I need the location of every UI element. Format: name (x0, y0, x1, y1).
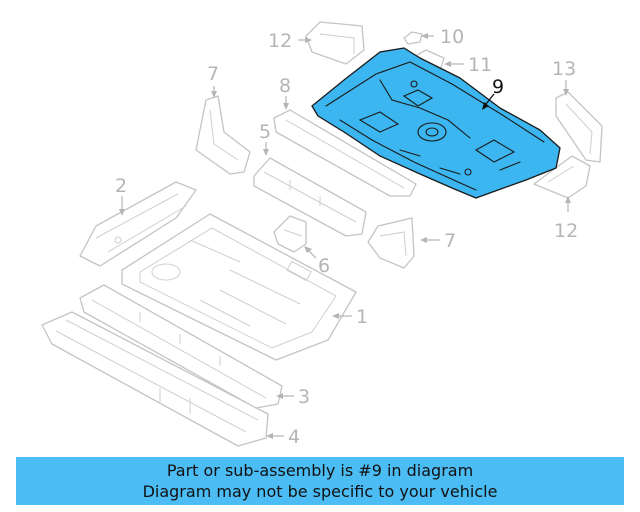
callout-6: 6 (318, 255, 330, 277)
part-4-rear-rail (41, 311, 269, 447)
banner-line-1: Part or sub-assembly is #9 in diagram (166, 461, 474, 480)
part-8-side-rail (273, 109, 417, 197)
part-1-front-floor-pan (121, 213, 357, 361)
callout-7-right: 7 (444, 230, 456, 252)
callout-3: 3 (298, 386, 310, 408)
callout-12-upper: 12 (268, 30, 292, 52)
callout-7-left: 7 (207, 63, 219, 85)
callout-13: 13 (552, 58, 576, 80)
info-banner: Part or sub-assembly is #9 in diagram Di… (16, 457, 624, 505)
callout-1: 1 (356, 306, 368, 328)
callout-10: 10 (440, 26, 464, 48)
parts-diagram: 12 10 11 13 12 7 8 5 2 6 7 1 3 4 9 (41, 21, 603, 448)
callout-12-lower: 12 (554, 220, 578, 242)
callout-4: 4 (288, 426, 300, 448)
callout-11: 11 (468, 54, 492, 76)
part-12-upper-bracket (305, 21, 365, 65)
callout-2: 2 (115, 175, 127, 197)
callout-5: 5 (259, 121, 271, 143)
part-12-lower-bracket (533, 155, 591, 199)
callout-9: 9 (492, 76, 504, 98)
part-9-rear-floor-pan (311, 47, 561, 199)
leader-lines (119, 33, 571, 439)
part-5-crossmember (253, 157, 367, 237)
part-2-bracket (79, 181, 197, 267)
part-10-clip (403, 31, 423, 45)
part-6-bracket (273, 215, 307, 253)
callout-8: 8 (279, 75, 291, 97)
part-7-right-bracket (367, 217, 415, 269)
banner-line-2: Diagram may not be specific to your vehi… (142, 482, 498, 501)
part-7-left-bracket (195, 95, 251, 175)
part-3-crossmember (79, 284, 283, 409)
part-13-bracket (555, 91, 603, 163)
